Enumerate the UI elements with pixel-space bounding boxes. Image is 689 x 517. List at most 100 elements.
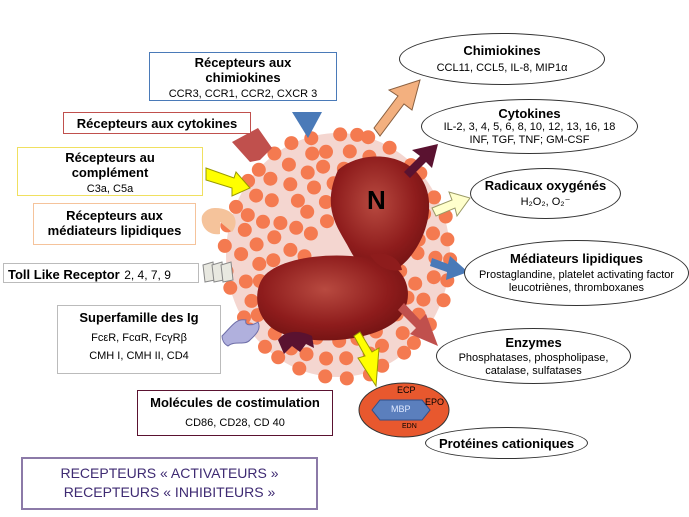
granule-dot (267, 230, 282, 245)
granule-dot (252, 256, 267, 271)
cytokine-receptors-title: Récepteurs aux cytokines (76, 116, 238, 131)
nucleus-bridge (370, 253, 402, 271)
lipid-mediators-detail-2: leucotriènes, thromboxanes (508, 282, 645, 294)
ig-superfamily-box: Superfamille des Ig FcεR, FcαR, FcγRβ CM… (57, 305, 221, 374)
granule-dot (267, 146, 282, 161)
receptor-shapes (201, 112, 322, 354)
mbp-label: MBP (391, 404, 411, 414)
granule-dot (273, 216, 288, 230)
toll-like-receptor-shape (202, 261, 234, 283)
granule-dot (319, 351, 334, 366)
legend-activating: RECEPTEURS « ACTIVATEURS » (60, 465, 279, 481)
granule-dot (318, 195, 333, 209)
granule-dot (427, 190, 442, 205)
granule-dot (375, 358, 390, 373)
lipid-mediators-title: Médiateurs lipidiques (510, 251, 643, 266)
output-arrows (353, 79, 471, 388)
cytokines-detail-1: IL-2, 3, 4, 5, 6, 8, 10, 12, 13, 16, 18 (443, 121, 616, 133)
granule-dot (307, 180, 321, 195)
ig-superfamily-receptor-shape (221, 319, 260, 347)
radicals-title: Radicaux oxygénés (484, 178, 607, 193)
cytokines-oval: Cytokines IL-2, 3, 4, 5, 6, 8, 10, 12, 1… (421, 99, 638, 154)
granule-dot (249, 237, 264, 252)
granule-dot (284, 136, 299, 151)
granule-dot (223, 280, 238, 295)
granule-dot (238, 274, 253, 289)
granule-dot (292, 361, 307, 376)
costimulation-box: Molécules de costimulation CD86, CD28, C… (137, 390, 333, 436)
granule-dot (303, 226, 318, 241)
granule-dot (382, 140, 397, 155)
granule-dot (361, 130, 376, 145)
granule-dot (271, 350, 286, 365)
lipid-mediators-detail-1: Prostaglandine, platelet activating fact… (478, 269, 675, 281)
toll-like-receptor-title: Toll Like Receptor (8, 267, 120, 282)
arrow-to-lipid-mediators (430, 256, 468, 280)
epo-label: EPO (425, 397, 445, 407)
granule-dot (426, 226, 440, 241)
granule-dot (237, 222, 252, 237)
nucleus-upper-lobe (330, 156, 430, 274)
granule-dot (395, 326, 410, 341)
chemokine-receptors-detail: CCR3, CCR1, CCR2, CXCR 3 (168, 88, 318, 100)
chemokine-receptor-triangle (292, 112, 322, 138)
arrow-to-enzymes (398, 303, 438, 346)
granule-dot (300, 204, 315, 219)
ig-superfamily-detail-1: FcεR, FcαR, FcγRβ (91, 332, 187, 344)
enzymes-title: Enzymes (505, 334, 562, 350)
granule-dot (397, 345, 412, 360)
complement-receptors-title: Récepteurs au complément (65, 150, 155, 180)
edn-label: EDN (402, 423, 417, 430)
cytokine-receptor-wedge (232, 128, 272, 162)
granule-dot (440, 232, 455, 247)
complement-receptor-arrow (205, 167, 251, 197)
chemokine-receptors-box: Récepteurs aux chimiokines CCR3, CCR1, C… (149, 52, 337, 101)
lipid-receptor-pacman (201, 208, 236, 235)
granule-dot (290, 193, 305, 208)
ig-superfamily-title: Superfamille des Ig (79, 310, 199, 325)
enzymes-detail-2: catalase, sulfatases (485, 364, 582, 377)
radicals-oval: Radicaux oxygénés H₂O₂, O₂⁻ (470, 168, 621, 219)
granule-dot (416, 292, 431, 307)
granule-dot (266, 253, 281, 268)
toll-like-receptor-box: Toll Like Receptor 2, 4, 7, 9 (3, 263, 199, 283)
cytokines-detail-2: INF, TGF, TNF; GM-CSF (469, 134, 590, 146)
granule-dot (244, 293, 259, 308)
lipid-receptors-title: Récepteurs aux médiateurs lipidiques (47, 208, 182, 238)
granule-dot (320, 214, 334, 229)
toll-like-receptor-detail: 2, 4, 7, 9 (124, 268, 171, 282)
granule-dot (263, 171, 278, 186)
granule-dot (249, 188, 264, 203)
chemokines-title: Chimiokines (463, 43, 541, 58)
costimulation-molecule-shape (278, 331, 314, 354)
granule-dot (305, 146, 320, 161)
granule-dot (281, 157, 296, 172)
granule-dot (318, 369, 333, 384)
granule-dot (240, 208, 255, 223)
granule-dot (289, 220, 304, 235)
granule-dot (406, 335, 421, 350)
granule-dot (319, 144, 333, 159)
arrow-to-cationic-proteins (353, 331, 380, 388)
cationic-proteins-title: Protéines cationiques (438, 435, 575, 451)
cytokines-title: Cytokines (498, 106, 561, 121)
arrow-to-chemokines (373, 79, 421, 137)
cationic-proteins-oval: Protéines cationiques (425, 427, 588, 459)
legend-box: RECEPTEURS « ACTIVATEURS » RECEPTEURS « … (21, 457, 318, 510)
enzymes-detail-1: Phosphatases, phospholipase, (458, 351, 609, 364)
enzymes-oval: Enzymes Phosphatases, phospholipase, cat… (436, 328, 631, 384)
granule-dot (229, 199, 243, 214)
granule-dot (339, 371, 354, 386)
granule-dot (350, 127, 365, 142)
granule-dot (258, 339, 272, 354)
granule-dot (342, 144, 357, 159)
arrow-to-cytokines (404, 144, 438, 178)
granule-dot (256, 214, 270, 229)
lipid-mediators-oval: Médiateurs lipidiques Prostaglandine, pl… (464, 240, 689, 306)
cytokine-receptors-box: Récepteurs aux cytokines (63, 112, 251, 134)
granule-dot (264, 193, 279, 208)
granule-dot (316, 159, 331, 174)
granule-dot (299, 347, 314, 362)
nucleus-label: N (367, 185, 386, 215)
